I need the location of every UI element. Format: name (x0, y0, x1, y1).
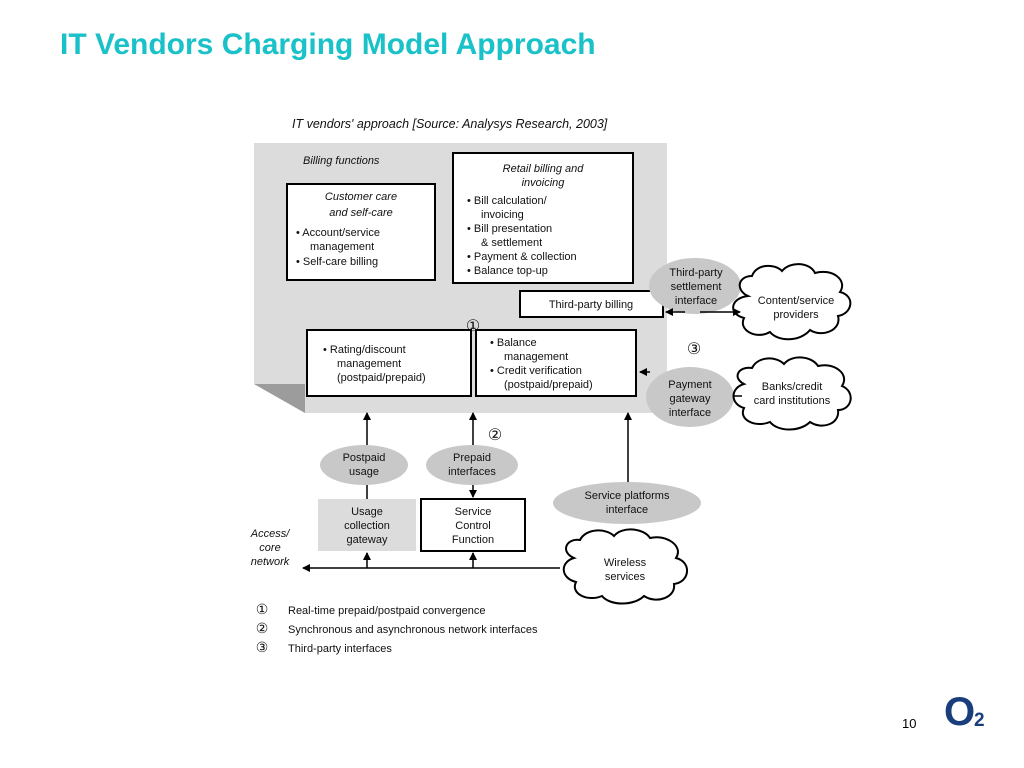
folded-corner (254, 384, 305, 413)
rating-discount-box (306, 329, 472, 397)
usage-collection-line-1: Usage (351, 506, 383, 518)
customer-care-item-2: management (310, 241, 374, 253)
retail-billing-title-1: Retail billing and (503, 163, 585, 175)
balance-item-3: • Credit verification (490, 365, 582, 377)
service-control-function-box (420, 498, 526, 552)
legend-marker-3: ③ (256, 639, 269, 655)
banks-line-1: Banks/credit (762, 381, 823, 393)
prepaid-interfaces-line-1: Prepaid (453, 452, 491, 464)
marker-three: ③ (687, 341, 701, 358)
legend-text-2: Synchronous and asynchronous network int… (288, 624, 538, 636)
retail-billing-box (452, 152, 634, 284)
usage-collection-line-3: gateway (347, 534, 388, 546)
service-control-line-2: Control (455, 520, 490, 532)
rating-item-1: • Rating/discount (323, 344, 406, 356)
payment-gateway-line-2: gateway (670, 393, 711, 405)
third-party-billing-label: Third-party billing (549, 299, 633, 311)
prepaid-interfaces-line-2: interfaces (448, 466, 496, 478)
o2-logo-subscript: 2 (974, 710, 985, 731)
retail-billing-item-4: & settlement (481, 237, 542, 249)
usage-collection-line-2: collection (344, 520, 390, 532)
content-providers-line-2: providers (773, 309, 819, 321)
wireless-services-cloud (562, 528, 688, 605)
customer-care-title-2: and self-care (329, 207, 393, 219)
wireless-line-2: services (605, 571, 646, 583)
access-core-line-2: core (259, 542, 280, 554)
slide-number: 10 (902, 716, 917, 731)
service-control-line-3: Function (452, 534, 494, 546)
marker-two: ② (488, 427, 502, 444)
o2-logo: O 2 (944, 688, 1004, 740)
balance-item-1: • Balance (490, 337, 537, 349)
customer-care-item-1: • Account/service (296, 227, 380, 239)
slide-title: IT Vendors Charging Model Approach (60, 28, 596, 61)
payment-gateway-line-3: interface (669, 407, 711, 419)
customer-care-title-1: Customer care (325, 191, 397, 203)
payment-gateway-ellipse (646, 367, 734, 427)
content-providers-line-1: Content/service (758, 295, 834, 307)
billing-functions-label: Billing functions (303, 155, 380, 167)
service-platforms-line-1: Service platforms (585, 490, 670, 502)
retail-billing-item-2: invoicing (481, 209, 524, 221)
rating-item-3: (postpaid/prepaid) (337, 372, 426, 384)
settlement-line-2: settlement (671, 281, 722, 293)
banks-line-2: card institutions (754, 395, 831, 407)
retail-billing-item-3: • Bill presentation (467, 223, 552, 235)
third-party-settlement-ellipse (649, 258, 741, 314)
banks-cloud (732, 356, 852, 431)
customer-care-item-3: • Self-care billing (296, 256, 378, 268)
postpaid-usage-line-2: usage (349, 466, 379, 478)
payment-gateway-line-1: Payment (668, 379, 711, 391)
legend-marker-2: ② (256, 620, 269, 636)
retail-billing-item-1: • Bill calculation/ (467, 195, 548, 207)
usage-collection-gateway-box (318, 499, 416, 551)
retail-billing-item-6: • Balance top-up (467, 265, 548, 277)
postpaid-usage-line-1: Postpaid (343, 452, 386, 464)
balance-item-2: management (504, 351, 568, 363)
o2-logo-letter: O (944, 690, 976, 734)
customer-care-box (286, 183, 436, 281)
diagram-caption: IT vendors' approach [Source: Analysys R… (292, 117, 608, 131)
retail-billing-title-2: invoicing (522, 177, 566, 189)
service-platforms-ellipse (553, 482, 701, 524)
settlement-line-1: Third-party (669, 267, 723, 279)
legend-marker-1: ① (256, 601, 269, 617)
access-core-line-1: Access/ (250, 528, 290, 540)
wireless-line-1: Wireless (604, 557, 647, 569)
rating-item-2: management (337, 358, 401, 370)
balance-management-box (475, 329, 637, 397)
third-party-billing-box (519, 290, 664, 318)
settlement-line-3: interface (675, 295, 717, 307)
balance-item-4: (postpaid/prepaid) (504, 379, 593, 391)
service-control-line-1: Service (455, 506, 492, 518)
postpaid-usage-ellipse (320, 445, 408, 485)
access-core-line-3: network (251, 556, 290, 568)
legend-text-3: Third-party interfaces (288, 643, 392, 655)
content-providers-cloud (732, 263, 852, 341)
service-platforms-line-2: interface (606, 504, 648, 516)
legend-text-1: Real-time prepaid/postpaid convergence (288, 605, 486, 617)
prepaid-interfaces-ellipse (426, 445, 518, 485)
retail-billing-item-5: • Payment & collection (467, 251, 577, 263)
